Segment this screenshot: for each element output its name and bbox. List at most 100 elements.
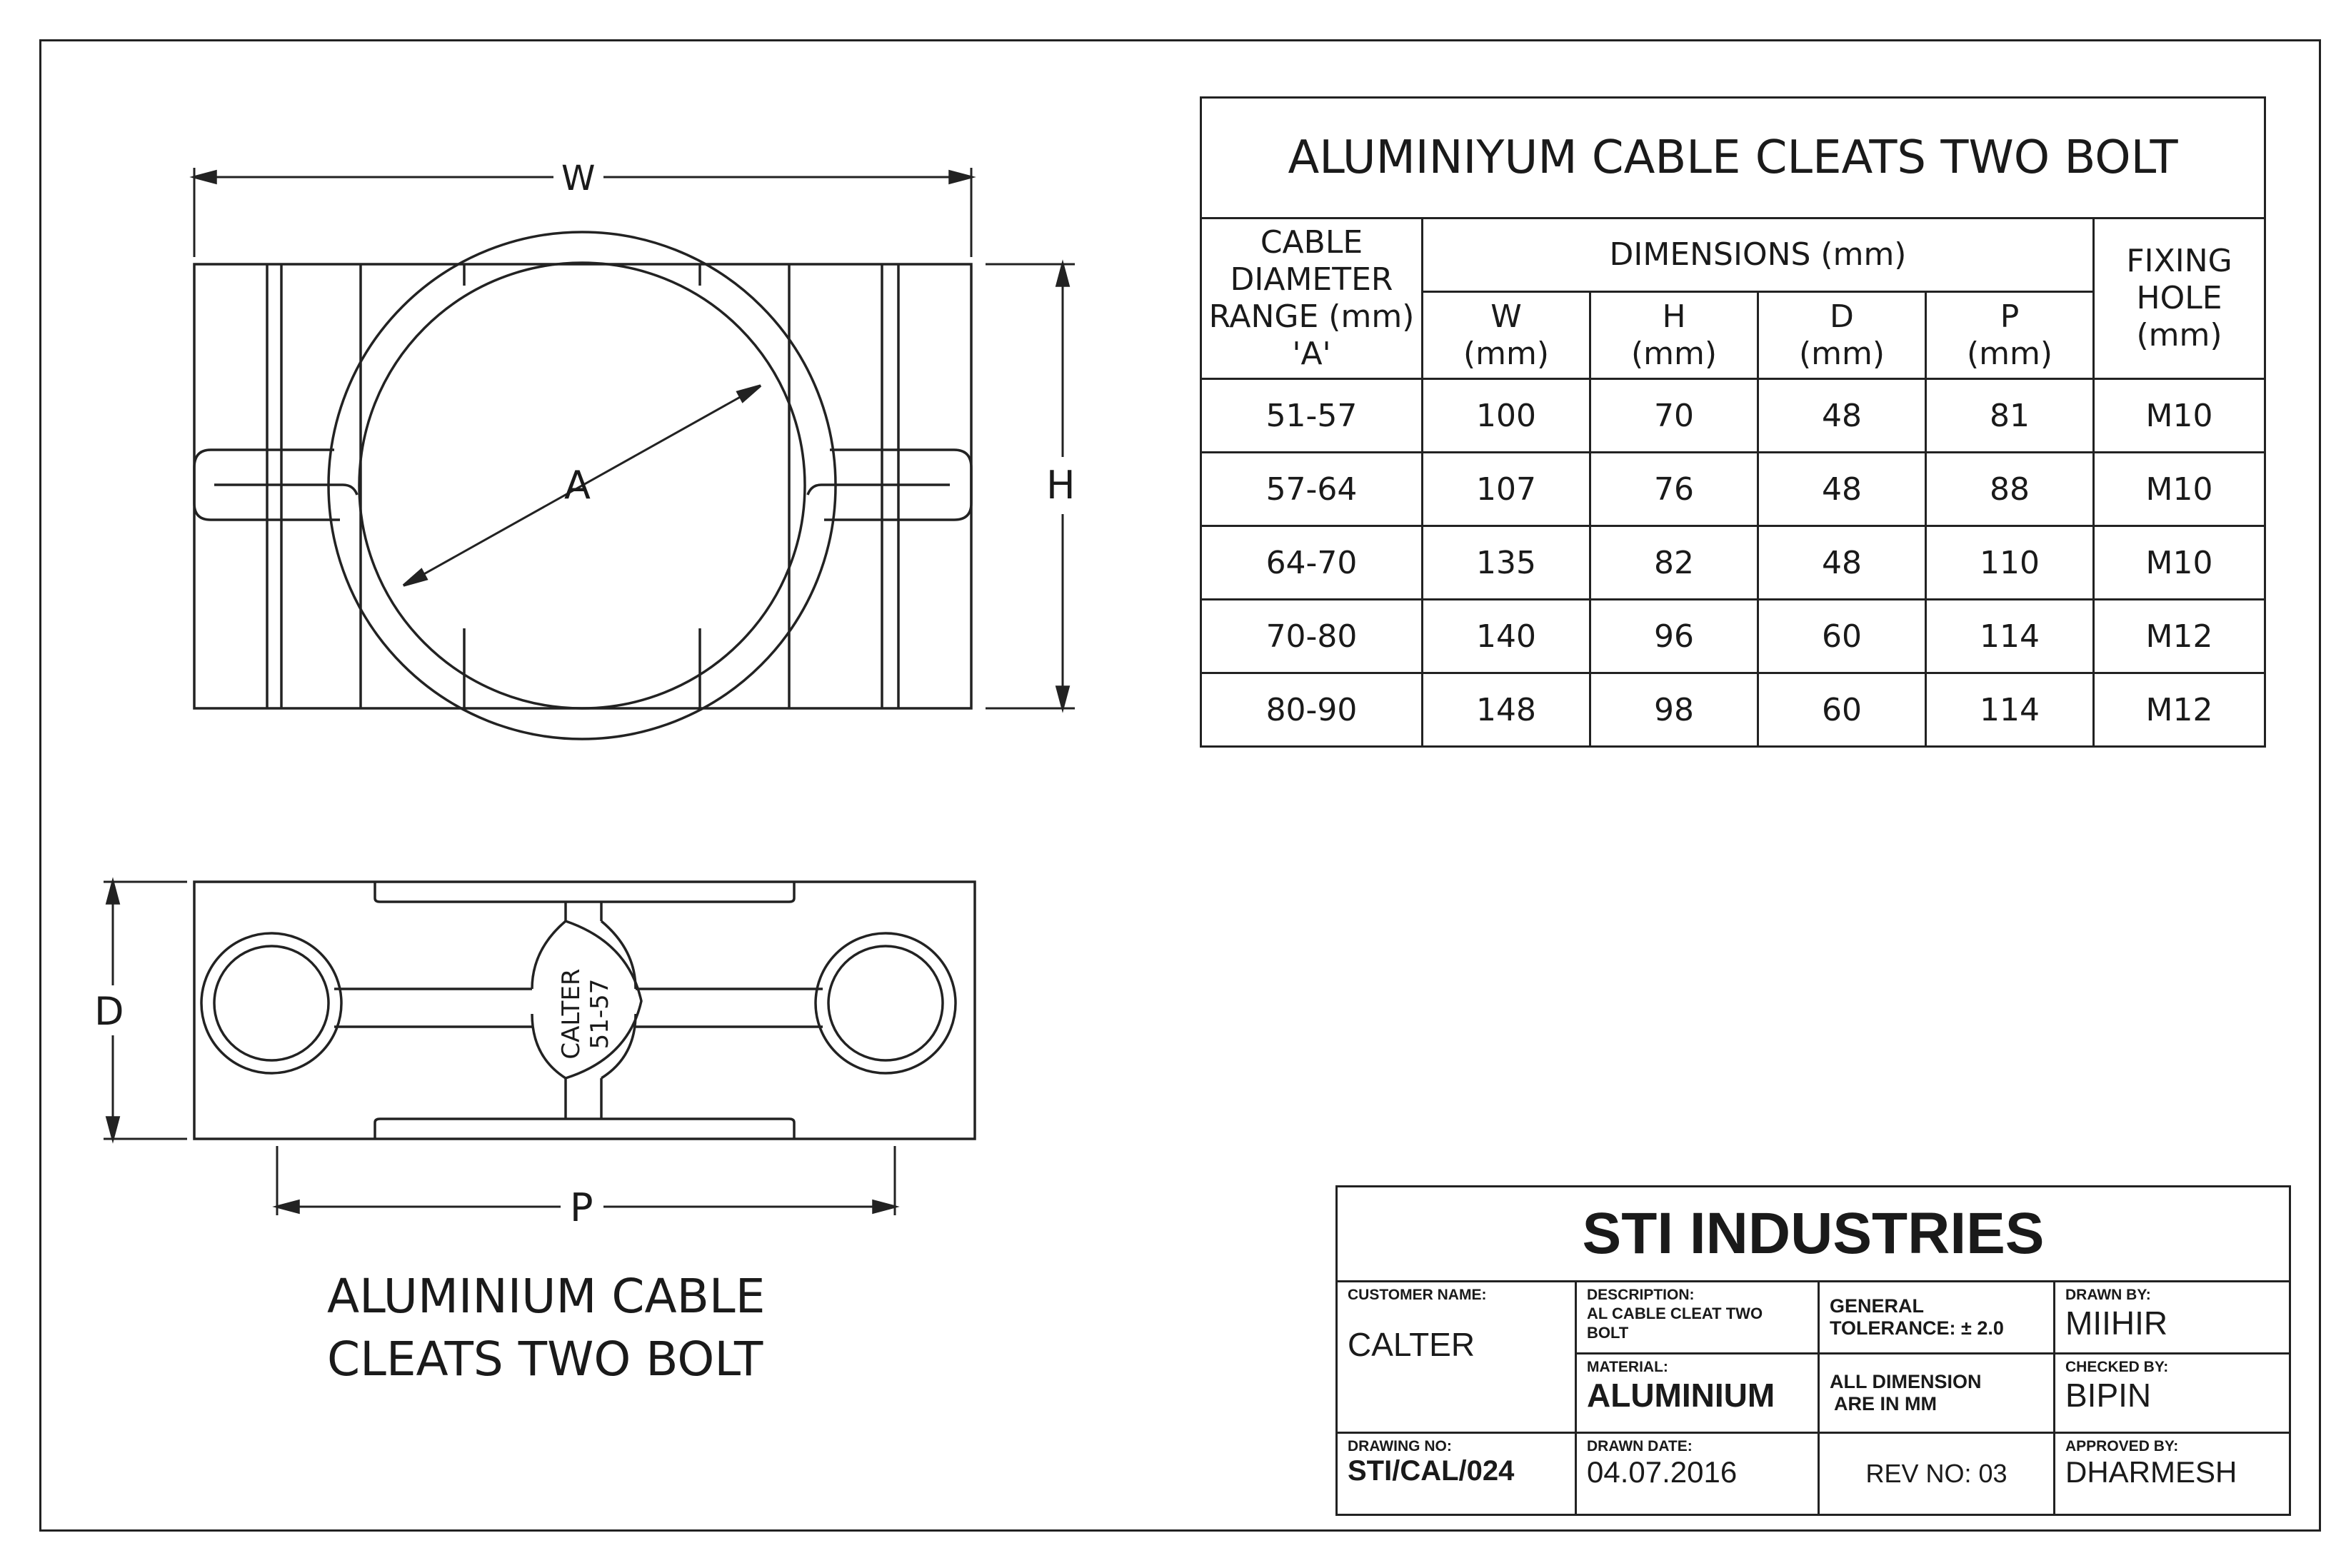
- dim-label-h: H: [1046, 463, 1076, 508]
- cell-p: 114: [1925, 672, 2095, 748]
- cell-p: 114: [1925, 598, 2095, 674]
- caption-line-1: ALUMINIUM CABLE: [327, 1269, 766, 1324]
- cell-w: 107: [1421, 451, 1591, 527]
- header-d: D(mm): [1757, 291, 1927, 380]
- tolerance-cell: GENERAL TOLERANCE: ± 2.0: [1818, 1280, 2055, 1355]
- cell-p: 88: [1925, 451, 2095, 527]
- cell-w: 140: [1421, 598, 1591, 674]
- header-p-label: P: [2000, 298, 2020, 335]
- material-cell: MATERIAL: ALUMINIUM: [1575, 1352, 1820, 1434]
- cell-d: 60: [1757, 672, 1927, 748]
- header-dimensions: DIMENSIONS (mm): [1421, 216, 2095, 293]
- customer-value: CALTER: [1348, 1326, 1475, 1363]
- cell-range: 51-57: [1200, 378, 1423, 453]
- front-view: [189, 168, 1075, 740]
- header-w-unit: (mm): [1463, 335, 1550, 372]
- dimension-note-line-1: ALL DIMENSION: [1830, 1371, 1982, 1392]
- cell-d: 60: [1757, 598, 1927, 674]
- cell-p: 81: [1925, 378, 2095, 453]
- header-p: P(mm): [1925, 291, 2095, 380]
- drawing-caption: ALUMINIUM CABLE CLEATS TWO BOLT: [327, 1265, 765, 1391]
- cell-w: 148: [1421, 672, 1591, 748]
- drawn-by-value: MIIHIR: [2065, 1305, 2168, 1342]
- cell-w: 135: [1421, 525, 1591, 600]
- checked-by-label: CHECKED BY:: [2065, 1359, 2169, 1375]
- description-cell: DESCRIPTION: AL CABLE CLEAT TWO BOLT: [1575, 1280, 1820, 1355]
- title-block: STI INDUSTRIES CUSTOMER NAME: CALTER DES…: [1335, 1185, 2292, 1516]
- drawn-date-value: 04.07.2016: [1587, 1455, 1738, 1489]
- dimension-note-line-2: ARE IN MM: [1834, 1393, 1937, 1414]
- cell-range: 70-80: [1200, 598, 1423, 674]
- approved-by-label: APPROVED BY:: [2065, 1438, 2179, 1454]
- dim-label-a: A: [564, 463, 591, 508]
- rev-cell: REV NO: 03: [1818, 1432, 2055, 1516]
- drawn-date-cell: DRAWN DATE: 04.07.2016: [1575, 1432, 1820, 1516]
- cell-hole: M10: [2092, 378, 2267, 453]
- cell-h: 70: [1589, 378, 1759, 453]
- header-h-label: H: [1662, 298, 1686, 335]
- material-label: MATERIAL:: [1587, 1359, 1668, 1375]
- cell-range: 57-64: [1200, 451, 1423, 527]
- emboss-text: CALTER 51-57: [557, 943, 614, 1085]
- table-row: 80-90 148 98 60 114 M12: [1200, 672, 2267, 748]
- dim-label-p: P: [570, 1185, 593, 1230]
- tolerance-line-1: GENERAL: [1830, 1295, 1925, 1317]
- cell-h: 82: [1589, 525, 1759, 600]
- cell-hole: M10: [2092, 525, 2267, 600]
- header-h-unit: (mm): [1630, 335, 1718, 372]
- description-label: DESCRIPTION:: [1587, 1287, 1695, 1303]
- table-row: 70-80 140 96 60 114 M12: [1200, 598, 2267, 674]
- approved-by-value: DHARMESH: [2065, 1455, 2237, 1489]
- approved-by-cell: APPROVED BY: DHARMESH: [2052, 1432, 2292, 1516]
- drawn-by-label: DRAWN BY:: [2065, 1287, 2151, 1303]
- cell-h: 98: [1589, 672, 1759, 748]
- rev-value: REV NO: 03: [1865, 1459, 2007, 1488]
- spec-table: ALUMINIYUM CABLE CLEATS TWO BOLT CABLE D…: [1199, 96, 2267, 748]
- customer-label: CUSTOMER NAME:: [1348, 1287, 1487, 1303]
- cell-hole: M10: [2092, 451, 2267, 527]
- emboss-line-1: CALTER: [557, 968, 586, 1060]
- header-d-unit: (mm): [1798, 335, 1885, 372]
- header-h: H(mm): [1589, 291, 1759, 380]
- cell-range: 80-90: [1200, 672, 1423, 748]
- cell-p: 110: [1925, 525, 2095, 600]
- table-row: 64-70 135 82 48 110 M10: [1200, 525, 2267, 600]
- dim-label-w: W: [561, 159, 596, 198]
- header-w: W(mm): [1421, 291, 1591, 380]
- checked-by-cell: CHECKED BY: BIPIN: [2052, 1352, 2292, 1434]
- cell-h: 76: [1589, 451, 1759, 527]
- cell-w: 100: [1421, 378, 1591, 453]
- drawing-frame: [39, 39, 2321, 1532]
- cell-hole: M12: [2092, 672, 2267, 748]
- material-value: ALUMINIUM: [1587, 1377, 1775, 1414]
- company-name: STI INDUSTRIES: [1335, 1185, 2292, 1282]
- header-d-label: D: [1830, 298, 1854, 335]
- cell-d: 48: [1757, 525, 1927, 600]
- header-cable-range: CABLE DIAMETER RANGE (mm) 'A': [1200, 217, 1423, 380]
- cell-h: 96: [1589, 598, 1759, 674]
- header-w-label: W: [1490, 298, 1522, 335]
- cell-d: 48: [1757, 451, 1927, 527]
- drawing-no-cell: DRAWING NO: STI/CAL/024: [1335, 1432, 1577, 1516]
- checked-by-value: BIPIN: [2065, 1377, 2152, 1414]
- dim-label-d: D: [94, 989, 124, 1034]
- emboss-line-2: 51-57: [586, 978, 614, 1050]
- spec-table-title: ALUMINIYUM CABLE CLEATS TWO BOLT: [1199, 96, 2267, 219]
- customer-cell: CUSTOMER NAME: CALTER: [1335, 1280, 1577, 1434]
- tolerance-line-2: TOLERANCE: ± 2.0: [1830, 1317, 2004, 1339]
- header-p-unit: (mm): [1966, 335, 2053, 372]
- table-row: 57-64 107 76 48 88 M10: [1200, 451, 2267, 527]
- caption-line-2: CLEATS TWO BOLT: [327, 1332, 763, 1387]
- drawn-date-label: DRAWN DATE:: [1587, 1438, 1693, 1454]
- cell-hole: M12: [2092, 598, 2267, 674]
- drawing-no-label: DRAWING NO:: [1348, 1438, 1452, 1454]
- description-value: AL CABLE CLEAT TWO BOLT: [1587, 1305, 1763, 1342]
- table-row: 51-57 100 70 48 81 M10: [1200, 378, 2267, 453]
- cell-d: 48: [1757, 378, 1927, 453]
- drawing-no-value: STI/CAL/024: [1348, 1455, 1515, 1487]
- plan-view: [104, 877, 976, 1215]
- header-fixing-hole: FIXING HOLE (mm): [2092, 217, 2267, 380]
- drawn-by-cell: DRAWN BY: MIIHIR: [2052, 1280, 2292, 1355]
- dimension-note-cell: ALL DIMENSION ARE IN MM: [1818, 1352, 2055, 1434]
